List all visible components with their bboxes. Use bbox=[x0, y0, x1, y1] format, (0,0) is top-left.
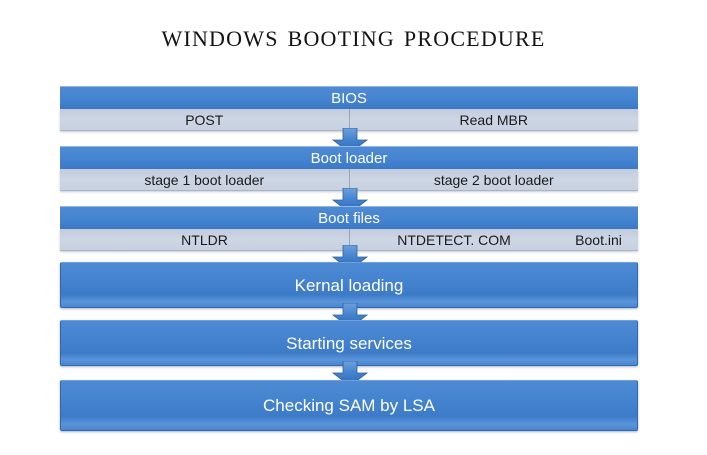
substep-read-mbr: Read MBR bbox=[348, 109, 639, 130]
stage-starting-services-label: Starting services bbox=[286, 333, 412, 353]
stage-bios: BIOS POST Read MBR bbox=[60, 86, 638, 131]
stage-checking-sam-box: Checking SAM by LSA bbox=[60, 380, 638, 431]
stage-kernal-loading-box: Kernal loading bbox=[60, 262, 638, 308]
page-title: Windows Booting Procedure bbox=[161, 18, 546, 53]
substep-ntldr: NTLDR bbox=[181, 231, 228, 248]
stage-boot-files-label: Boot files bbox=[318, 209, 380, 227]
stage-boot-loader-header: Boot loader bbox=[60, 146, 638, 169]
stage-starting-services-box: Starting services bbox=[60, 320, 638, 366]
stage-bios-header: BIOS bbox=[60, 86, 638, 109]
stage-boot-files-substeps: NTLDR NTDETECT. COM Boot.ini bbox=[60, 229, 638, 251]
stage-checking-sam-label: Checking SAM by LSA bbox=[263, 396, 435, 415]
stage-starting-services: Starting services bbox=[60, 320, 638, 366]
substep-post: POST bbox=[185, 111, 224, 128]
stage-kernal-loading: Kernal loading bbox=[60, 262, 638, 308]
stage-boot-files-header: Boot files bbox=[60, 206, 638, 229]
stage-checking-sam: Checking SAM by LSA bbox=[60, 380, 638, 431]
stage-boot-files: Boot files NTLDR NTDETECT. COM Boot.ini bbox=[60, 206, 638, 251]
arrow-down-icon-5 bbox=[332, 361, 368, 387]
substep-stage-2-boot-loader: stage 2 boot loader bbox=[348, 169, 639, 190]
substep-boot-ini: Boot.ini bbox=[575, 231, 622, 248]
stage-boot-loader-label: Boot loader bbox=[310, 149, 388, 167]
stage-boot-loader: Boot loader stage 1 boot loader stage 2 … bbox=[60, 146, 638, 191]
stage-kernal-loading-label: Kernal loading bbox=[294, 275, 404, 295]
substep-stage-1-boot-loader: stage 1 boot loader bbox=[144, 171, 265, 188]
substep-ntdetect-com: NTDETECT. COM bbox=[349, 229, 558, 250]
stage-bios-label: BIOS bbox=[331, 89, 367, 107]
